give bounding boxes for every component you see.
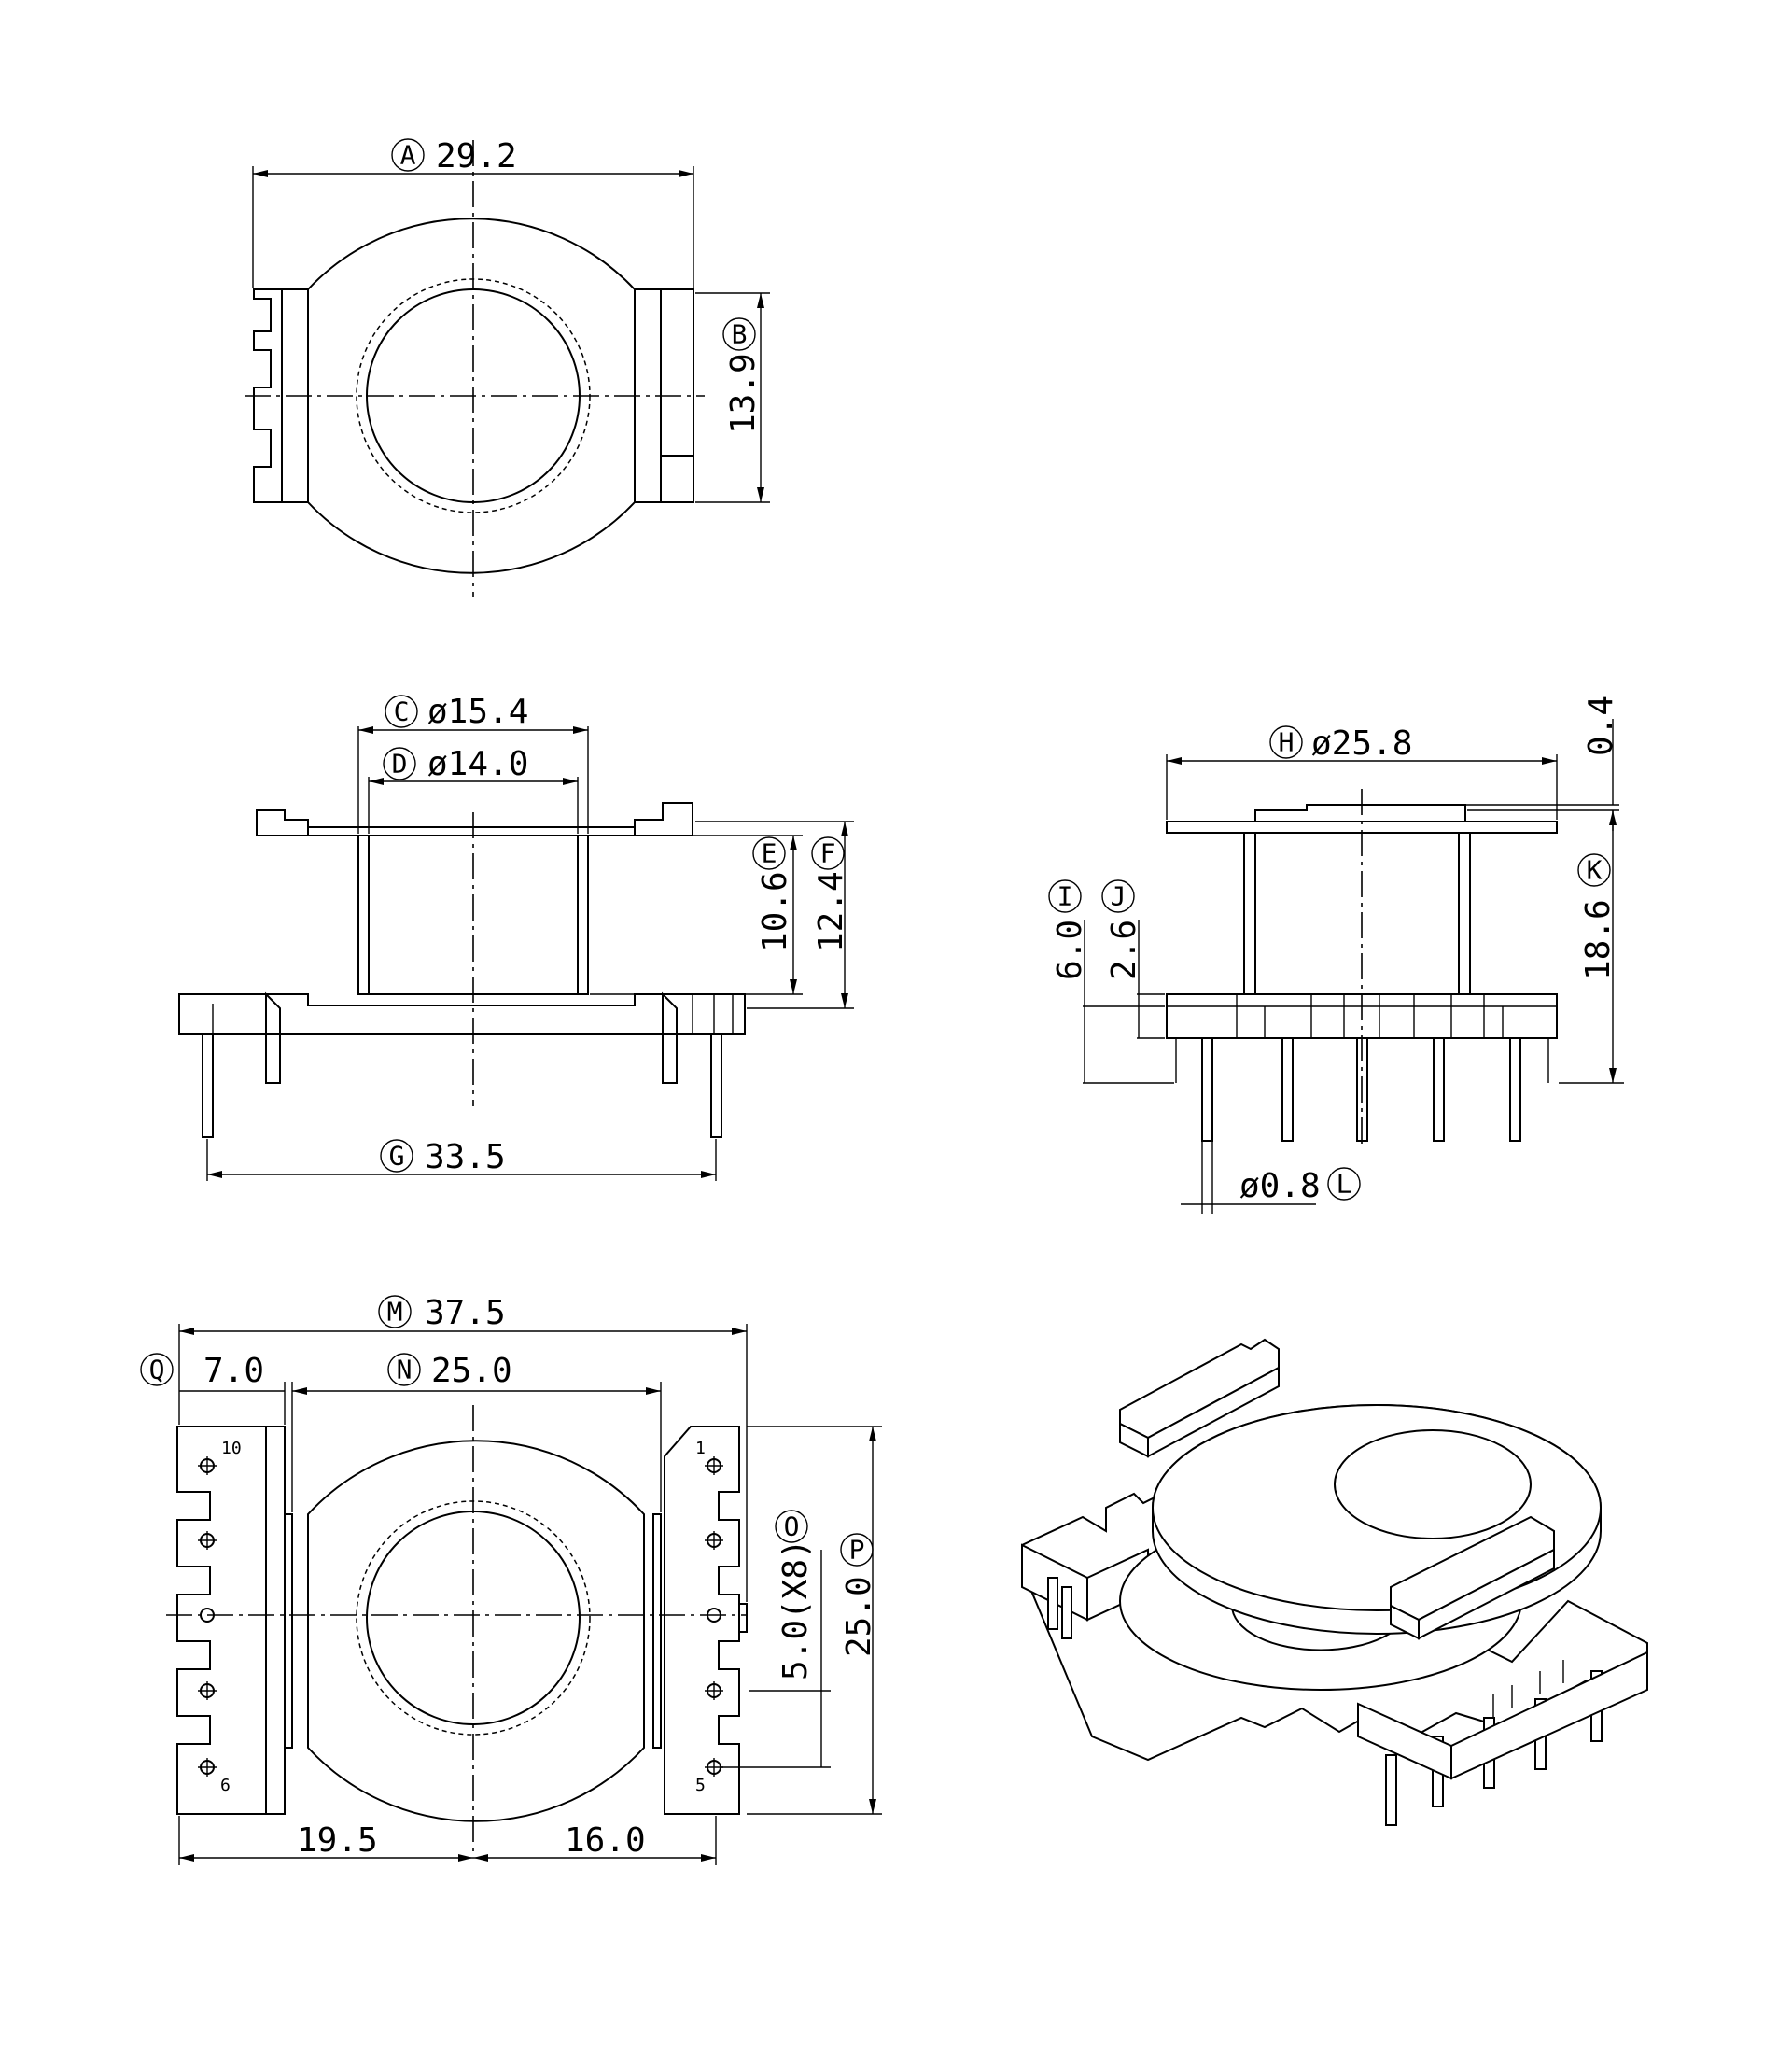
isometric-view: [1021, 1338, 1648, 1826]
svg-text:A: A: [400, 140, 416, 171]
marker-e: E: [752, 836, 786, 870]
marker-a: A: [391, 138, 425, 172]
svg-text:C: C: [394, 696, 410, 727]
marker-i: I: [1048, 879, 1082, 913]
dim-l-value: ø0.8: [1239, 1167, 1321, 1205]
svg-text:G: G: [389, 1141, 405, 1172]
dim-n-value: 25.0: [431, 1352, 512, 1390]
marker-h: H: [1269, 725, 1303, 759]
dim-d-value: ø14.0: [427, 745, 528, 783]
marker-o: O: [775, 1510, 808, 1543]
dim-b-value: 13.9: [724, 353, 763, 434]
pin-holes-left: [198, 1456, 217, 1777]
svg-text:B: B: [732, 319, 748, 350]
marker-j: J: [1101, 879, 1135, 913]
bottom-view: 10 6 1 5 M 37.5 Q 7.0 N: [140, 1294, 882, 1865]
dim-top-offset-value: 0.4: [1582, 696, 1620, 756]
svg-text:E: E: [762, 838, 777, 869]
pin-number-6: 6: [220, 1776, 231, 1795]
side-view: H ø25.8 0.4 K 18.6 I 6.0: [1048, 696, 1624, 1214]
svg-text:K: K: [1587, 855, 1603, 886]
svg-text:F: F: [820, 838, 836, 869]
svg-text:N: N: [397, 1355, 413, 1385]
dim-i-value: 6.0: [1051, 920, 1089, 980]
dim-a-value: 29.2: [436, 137, 517, 176]
pin-number-5: 5: [695, 1776, 706, 1795]
dim-o-value: 5.0(X8): [777, 1539, 815, 1680]
dim-c-value: ø15.4: [427, 693, 528, 731]
svg-text:I: I: [1057, 881, 1073, 912]
marker-p: P: [840, 1533, 874, 1567]
pin-number-10: 10: [221, 1439, 242, 1458]
svg-text:Q: Q: [149, 1355, 165, 1385]
dim-e-value: 10.6: [756, 871, 794, 952]
marker-c: C: [385, 695, 418, 728]
svg-text:D: D: [392, 749, 408, 780]
dim-q-value: 7.0: [203, 1352, 264, 1390]
marker-d: D: [383, 747, 416, 780]
marker-k: K: [1577, 853, 1611, 887]
dim-p-value: 25.0: [840, 1576, 878, 1657]
svg-text:H: H: [1279, 727, 1295, 758]
svg-text:P: P: [849, 1535, 865, 1566]
dim-bottom-left-value: 19.5: [297, 1821, 378, 1860]
top-view: A 29.2 B 13.9: [245, 137, 770, 597]
marker-b: B: [722, 317, 756, 351]
marker-q: Q: [140, 1353, 174, 1386]
dim-f-value: 12.4: [812, 871, 850, 952]
pin-holes-right: [705, 1456, 723, 1777]
dim-g-value: 33.5: [425, 1138, 506, 1176]
svg-text:L: L: [1337, 1169, 1352, 1200]
marker-g: G: [380, 1139, 413, 1173]
marker-l: L: [1327, 1167, 1361, 1201]
svg-text:O: O: [784, 1511, 800, 1542]
dim-h-value: ø25.8: [1311, 724, 1412, 763]
svg-text:M: M: [387, 1297, 403, 1328]
pin-number-1: 1: [695, 1439, 706, 1458]
dim-j-value: 2.6: [1105, 920, 1143, 980]
svg-text:J: J: [1111, 881, 1127, 912]
marker-n: N: [387, 1353, 421, 1386]
marker-f: F: [811, 836, 845, 870]
dim-m-value: 37.5: [425, 1294, 506, 1332]
dim-bottom-right-value: 16.0: [565, 1821, 646, 1860]
front-view: C ø15.4 D ø14.0 E 10.6 F: [178, 693, 854, 1181]
marker-m: M: [378, 1295, 412, 1328]
dim-k-value: 18.6: [1579, 899, 1617, 980]
